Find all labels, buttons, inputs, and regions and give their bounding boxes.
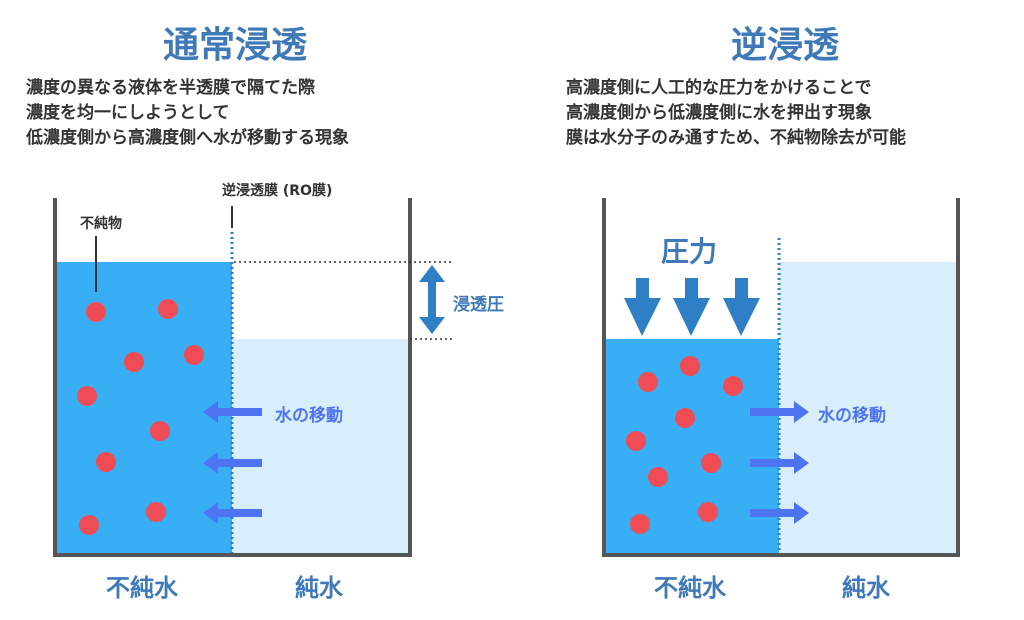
- left-flow-label: 水の移動: [275, 406, 343, 426]
- impurity-dot: [184, 345, 204, 365]
- flow-arrow: [203, 502, 262, 524]
- impurity-dot: [77, 386, 97, 406]
- impurity-dot: [723, 376, 743, 396]
- pressure-label: 圧力: [661, 235, 718, 268]
- pressure-arrow-down: [624, 278, 661, 336]
- right-container: [602, 198, 960, 557]
- impurity-dot: [701, 453, 721, 473]
- impurity-dot: [96, 452, 116, 472]
- impurity-dot: [150, 421, 170, 441]
- right-pure-water: [779, 262, 956, 553]
- left-flow-arrows: [203, 401, 262, 524]
- flow-arrow: [750, 502, 809, 524]
- left-impure-water: [57, 262, 232, 553]
- left-description-line: 濃度を均一にしようとして: [26, 103, 230, 123]
- left-description-line: 濃度の異なる液体を半透膜で隔てた際: [26, 78, 315, 98]
- impurity-dot: [648, 467, 668, 487]
- membrane-label: 逆浸透膜 (RO膜): [222, 183, 333, 199]
- impurity-dot: [124, 352, 144, 372]
- impurity-dot: [638, 372, 658, 392]
- right-description-line: 高濃度側に人工的な圧力をかけることで: [566, 78, 872, 98]
- impurity-dot: [680, 356, 700, 376]
- osmotic-pressure-arrow: [419, 265, 445, 334]
- impurity-dot: [675, 408, 695, 428]
- flow-arrow: [750, 452, 809, 474]
- impurity-dot: [626, 431, 646, 451]
- left-impure-label: 不純水: [106, 574, 178, 602]
- right-flow-arrows: [750, 401, 809, 524]
- impurity-label: 不純物: [80, 216, 122, 232]
- left-container: [53, 198, 412, 557]
- left-pure-label: 純水: [295, 574, 343, 602]
- right-title: 逆浸透: [730, 25, 839, 66]
- right-description-line: 高濃度側から低濃度側に水を押出す現象: [566, 103, 872, 123]
- right-description-line: 膜は水分子のみ通すため、不純物除去が可能: [566, 128, 906, 148]
- flow-arrow: [203, 452, 262, 474]
- right-impurities: [626, 356, 743, 534]
- osmotic-pressure-label: 浸透圧: [453, 295, 504, 315]
- pressure-arrow-down: [723, 278, 760, 336]
- impurity-dot: [630, 514, 650, 534]
- right-flow-label: 水の移動: [818, 406, 886, 426]
- impurity-dot: [158, 299, 178, 319]
- left-description-line: 低濃度側から高濃度側へ水が移動する現象: [26, 128, 349, 148]
- right-pure-label: 純水: [842, 574, 890, 602]
- left-pure-water: [232, 339, 408, 553]
- right-description: 高濃度側に人工的な圧力をかけることで 高濃度側から低濃度側に水を押出す現象 膜は…: [566, 76, 906, 151]
- left-title: 通常浸透: [162, 25, 307, 66]
- left-impurities: [77, 299, 204, 535]
- left-description: 濃度の異なる液体を半透膜で隔てた際 濃度を均一にしようとして 低濃度側から高濃度…: [26, 76, 349, 151]
- impurity-dot: [698, 502, 718, 522]
- pressure-arrows: [624, 278, 760, 336]
- impurity-dot: [86, 302, 106, 322]
- flow-arrow: [203, 401, 262, 423]
- right-impure-label: 不純水: [654, 574, 726, 602]
- impurity-dot: [79, 515, 99, 535]
- flow-arrow: [750, 401, 809, 423]
- pressure-arrow-down: [673, 278, 710, 336]
- impurity-dot: [146, 502, 166, 522]
